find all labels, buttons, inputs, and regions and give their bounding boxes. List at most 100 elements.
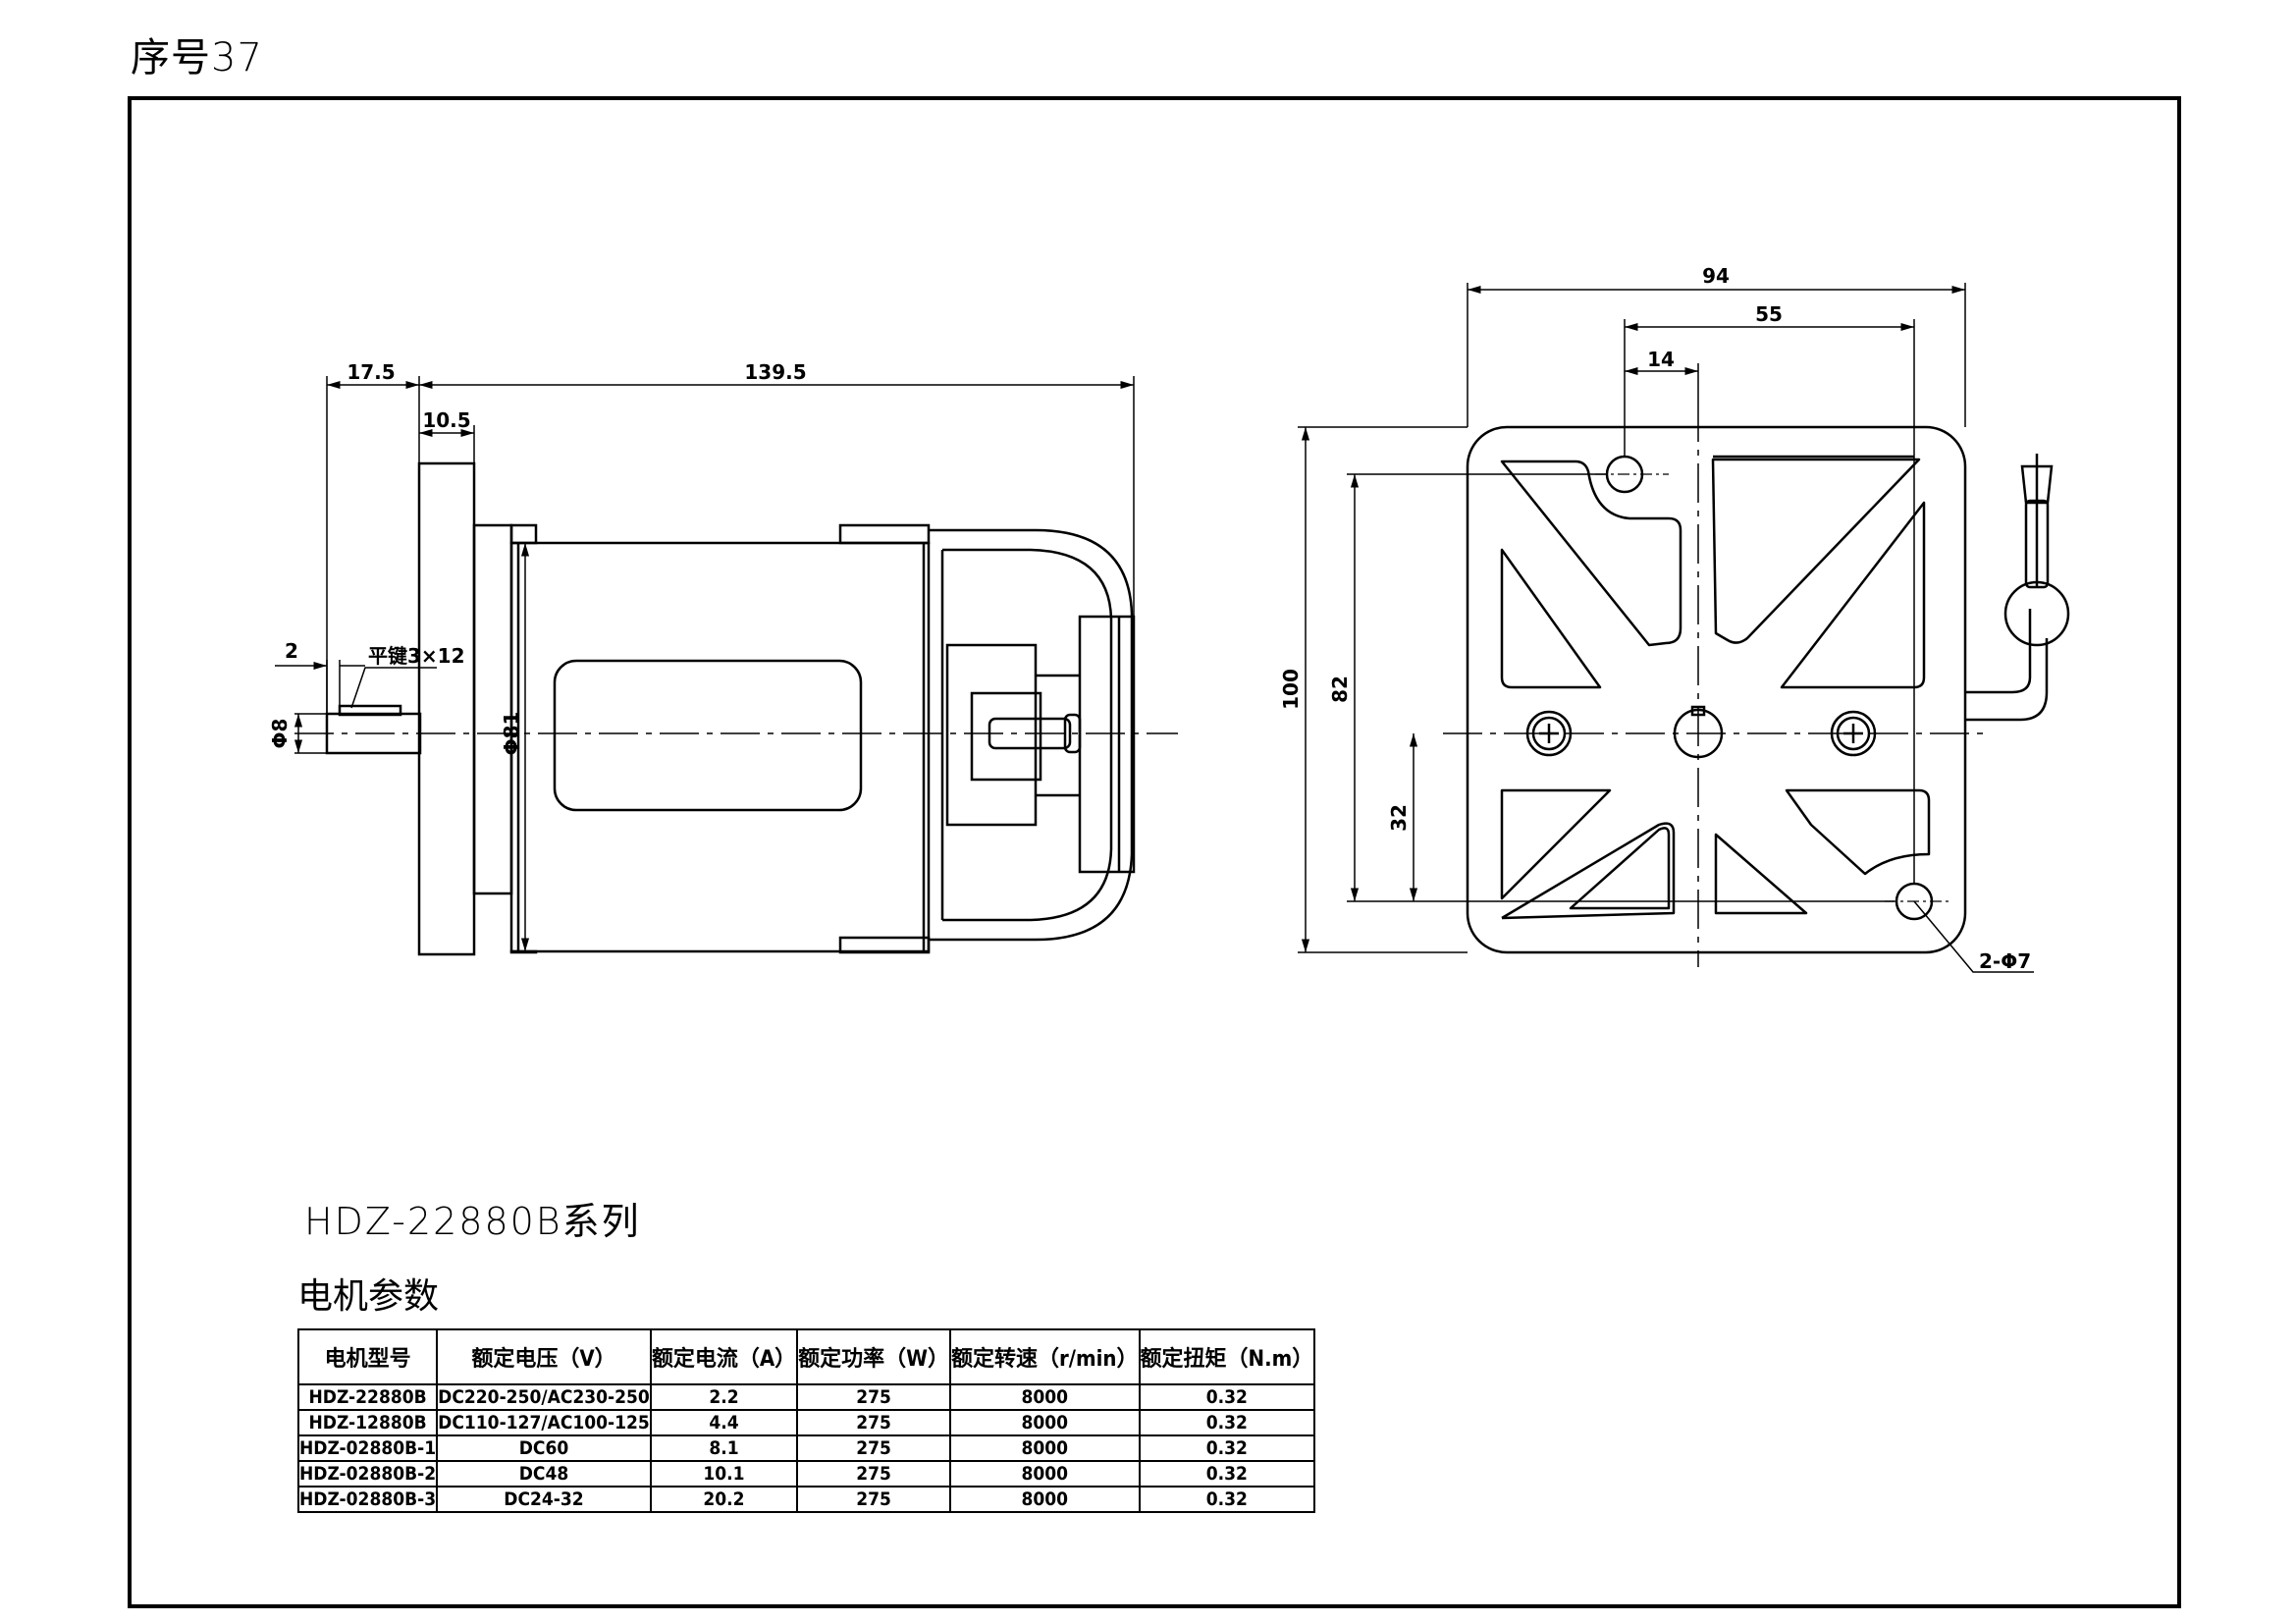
dim-17-5: 17.5 — [347, 360, 395, 384]
screw-right — [1830, 710, 1877, 757]
dim-2phi7-leader — [1913, 900, 2034, 973]
front-view — [1443, 403, 2070, 967]
cell-model: HDZ-12880B — [296, 1409, 439, 1436]
header-current: 额定电流（A） — [649, 1328, 799, 1385]
cell-power: 275 — [796, 1460, 951, 1488]
body-step-bottom — [509, 949, 538, 954]
cell-power: 275 — [796, 1486, 951, 1513]
cell-current: 2.2 — [649, 1383, 799, 1411]
cell-torque: 0.32 — [1138, 1383, 1316, 1411]
page-label: 序号37 — [131, 35, 263, 81]
cell-voltage: DC220-250/AC230-250 — [436, 1383, 652, 1411]
cell-power: 275 — [796, 1434, 951, 1462]
side-dimensions — [275, 376, 1135, 951]
cell-model: HDZ-22880B — [296, 1383, 439, 1411]
cell-current: 4.4 — [649, 1409, 799, 1436]
side-dimension-labels: 17.5 139.5 10.5 2 平键3×12 Φ8 Φ81 — [268, 360, 807, 755]
table-header-row: 电机型号 额定电压（V） 额定电流（A） 额定功率（W） 额定转速（r/min）… — [296, 1328, 1316, 1385]
end-cap-inner — [942, 548, 1113, 922]
rear-collar-bottom — [838, 936, 931, 954]
window-right-upper — [1780, 501, 1926, 689]
cable — [1965, 609, 2049, 722]
window-left-upper — [1500, 548, 1602, 689]
cell-current: 20.2 — [649, 1486, 799, 1513]
cell-model: HDZ-02880B-2 — [296, 1460, 439, 1488]
screw-right-inner — [1836, 716, 1871, 751]
cell-voltage: DC110-127/AC100-125 — [436, 1409, 652, 1436]
body-step-top — [509, 523, 538, 545]
plate-outer — [1466, 425, 1967, 954]
dim-14: 14 — [1647, 348, 1675, 371]
brush-cap — [1063, 713, 1082, 754]
screw-left — [1525, 710, 1573, 757]
header-torque: 额定扭矩（N.m） — [1138, 1328, 1316, 1385]
cable-grommet — [2003, 580, 2070, 647]
screw-left-cross — [1539, 724, 1559, 743]
window-bottom-right — [1714, 833, 1808, 915]
header-model: 电机型号 — [296, 1328, 439, 1385]
side-view — [294, 461, 1178, 956]
cell-torque: 0.32 — [1138, 1486, 1316, 1513]
screw-right-cross — [1843, 724, 1863, 743]
motor-body — [509, 541, 931, 953]
cell-torque: 0.32 — [1138, 1409, 1316, 1436]
cell-model: HDZ-02880B-1 — [296, 1434, 439, 1462]
cell-speed: 8000 — [949, 1383, 1141, 1411]
screw-left-inner — [1531, 716, 1567, 751]
params-title: 电机参数 — [297, 1276, 440, 1317]
window-bottom-left-b — [1569, 827, 1671, 910]
dim-2-phi7: 2-Φ7 — [1979, 949, 2031, 973]
cell-torque: 0.32 — [1138, 1460, 1316, 1488]
table-row: HDZ-12880B DC110-127/AC100-125 4.4 275 8… — [296, 1409, 1316, 1436]
rear-collar-top — [838, 523, 931, 545]
header-speed: 额定转速（r/min） — [949, 1328, 1141, 1385]
table-row: HDZ-02880B-3 DC24-32 20.2 275 8000 0.32 — [296, 1486, 1316, 1513]
table-row: HDZ-22880B DC220-250/AC230-250 2.2 275 8… — [296, 1383, 1316, 1411]
cell-voltage: DC24-32 — [436, 1486, 652, 1513]
dim-2: 2 — [285, 639, 298, 663]
shaft-hub — [1673, 708, 1724, 759]
window-left-lower — [1500, 788, 1612, 900]
front-dimensions — [1298, 283, 2034, 973]
end-cap-rear-plate — [1078, 615, 1136, 874]
flange — [417, 461, 476, 956]
flange-step — [472, 523, 513, 895]
dim-82: 82 — [1328, 676, 1352, 703]
dim-94: 94 — [1702, 264, 1730, 288]
cell-model: HDZ-02880B-3 — [296, 1486, 439, 1513]
cell-speed: 8000 — [949, 1460, 1141, 1488]
cell-power: 275 — [796, 1409, 951, 1436]
drawing-frame — [128, 96, 2181, 1608]
window-top-left — [1500, 460, 1682, 647]
dim-phi8: Φ8 — [268, 719, 292, 749]
brush-holder — [970, 691, 1042, 782]
cell-speed: 8000 — [949, 1486, 1141, 1513]
shaft-hub-key — [1690, 705, 1706, 717]
front-dimension-labels: 94 55 14 100 82 32 2-Φ7 — [1279, 264, 2031, 973]
cell-current: 8.1 — [649, 1434, 799, 1462]
dim-key: 平键3×12 — [368, 644, 465, 668]
dim-phi81: Φ81 — [500, 712, 523, 756]
cell-power: 275 — [796, 1383, 951, 1411]
dim-55: 55 — [1755, 302, 1783, 326]
end-cap-outer — [929, 528, 1134, 942]
dim-139-5: 139.5 — [744, 360, 806, 384]
cable-tip — [2020, 464, 2054, 505]
cell-voltage: DC60 — [436, 1434, 652, 1462]
header-voltage: 额定电压（V） — [436, 1328, 652, 1385]
cell-voltage: DC48 — [436, 1460, 652, 1488]
window-right-lower — [1785, 788, 1931, 876]
cell-speed: 8000 — [949, 1434, 1141, 1462]
header-power: 额定功率（W） — [796, 1328, 951, 1385]
dim-32: 32 — [1387, 804, 1411, 832]
table-row: HDZ-02880B-1 DC60 8.1 275 8000 0.32 — [296, 1434, 1316, 1462]
dim-100: 100 — [1279, 669, 1303, 710]
name-plate — [553, 659, 863, 812]
dim-10-5: 10.5 — [422, 408, 470, 432]
motor-parameters-table: 电机型号 额定电压（V） 额定电流（A） 额定功率（W） 额定转速（r/min）… — [296, 1328, 1316, 1513]
window-top-right-poly — [1711, 458, 1921, 644]
shaft-key — [338, 704, 402, 717]
brush — [988, 717, 1072, 750]
cell-speed: 8000 — [949, 1409, 1141, 1436]
